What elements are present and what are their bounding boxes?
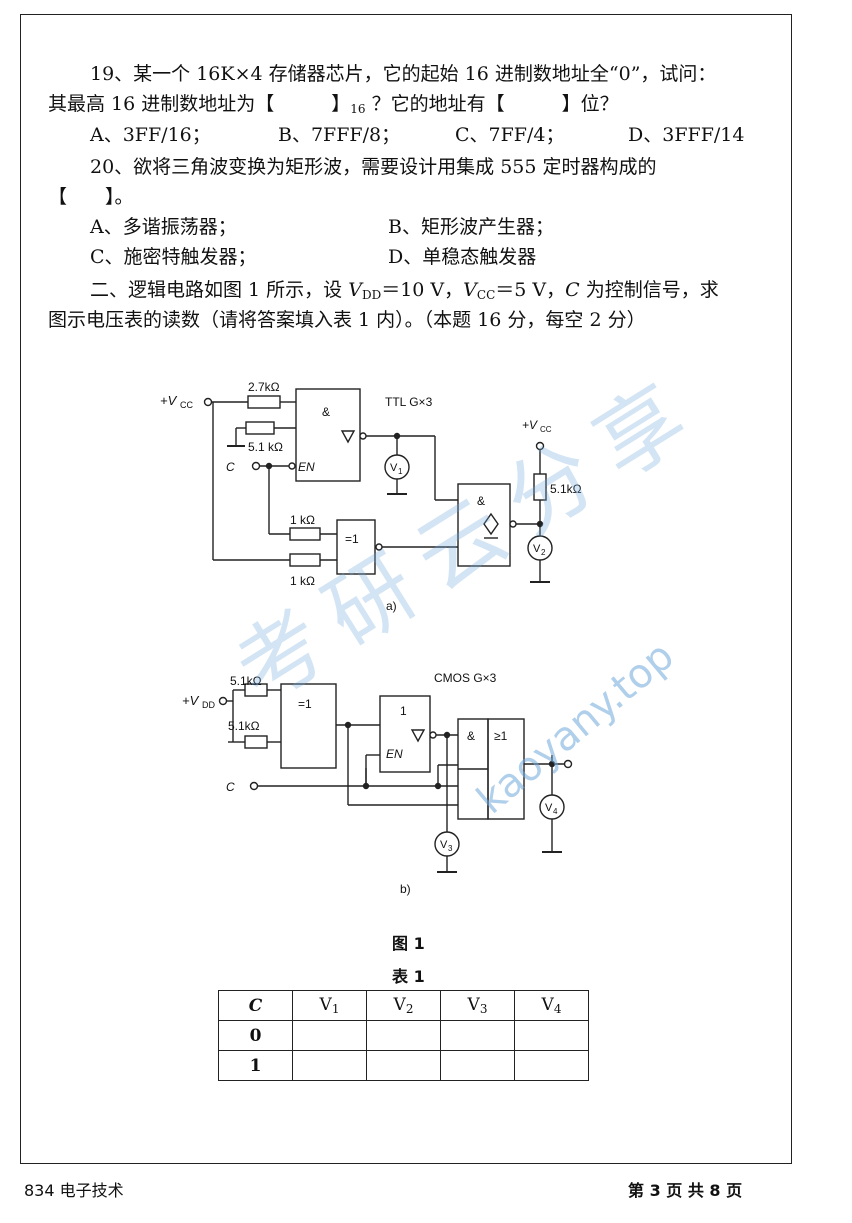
row-c-0-text: 0 [249, 1025, 262, 1046]
answer-cell[interactable] [366, 1050, 441, 1081]
vdd-symbol: V [348, 279, 362, 301]
footer-course: 834 电子技术 [24, 1181, 124, 1200]
row-c-0: 0 [218, 1020, 293, 1051]
q19-option-b: B、7FFF/8； [278, 124, 401, 146]
part2-line1: 二、逻辑电路如图 1 所示，设 VDD＝10 V，VCC＝5 V，C 为控制信号… [90, 278, 719, 307]
q20-option-d: D、单稳态触发器 [388, 246, 537, 268]
q19-option-c: C、7FF/4； [455, 124, 565, 146]
table-row: 1 [218, 1050, 589, 1081]
answer-cell[interactable] [440, 1050, 515, 1081]
row-c-1-text: 1 [249, 1055, 262, 1076]
header-v4: V4 [514, 990, 589, 1021]
table-row: 0 [218, 1020, 589, 1051]
header-v4-text: V [541, 995, 554, 1015]
figure-caption: 图 1 [392, 934, 425, 953]
vcc-symbol: V [463, 279, 477, 301]
header-c: C [218, 990, 293, 1021]
header-v2-text: V [393, 995, 406, 1015]
answer-cell[interactable] [366, 1020, 441, 1051]
header-v1-text: V [319, 995, 332, 1015]
q19-blank2-text: ？它的地址有【 】位？ [365, 93, 619, 115]
c-symbol: C [565, 279, 580, 301]
part2-text-a: 二、逻辑电路如图 1 所示，设 [90, 279, 349, 301]
header-v2-sub: 2 [405, 1002, 414, 1016]
q19-subscript: 16 [350, 102, 366, 116]
part2-text-d: 为控制信号，求 [579, 279, 719, 301]
header-v4-sub: 4 [553, 1002, 562, 1016]
page-frame [20, 14, 792, 1164]
header-v3: V3 [440, 990, 515, 1021]
q20-option-c: C、施密特触发器； [90, 246, 257, 268]
q19-line1: 19、某一个 16K×4 存储器芯片，它的起始 16 进制数地址全“0”，试问： [90, 63, 717, 85]
header-c-text: C [248, 995, 263, 1016]
part2-line2: 图示电压表的读数（请将答案填入表 1 内）。（本题 16 分，每空 2 分） [48, 309, 646, 331]
header-v1: V1 [292, 990, 367, 1021]
part2-text-b: ＝10 V， [381, 279, 464, 301]
part2-text-c: ＝5 V， [495, 279, 566, 301]
header-v1-sub: 1 [331, 1002, 340, 1016]
q19-line2: 其最高 16 进制数地址为【 】16 ？它的地址有【 】位？ [48, 92, 619, 121]
header-v3-sub: 3 [479, 1002, 488, 1016]
answer-cell[interactable] [514, 1050, 589, 1081]
table-caption: 表 1 [392, 967, 425, 986]
answer-cell[interactable] [292, 1050, 367, 1081]
vcc-subscript: CC [476, 288, 496, 302]
row-c-1: 1 [218, 1050, 293, 1081]
header-v3-text: V [467, 995, 480, 1015]
vdd-subscript: DD [361, 288, 382, 302]
q20-option-a: A、多谐振荡器； [90, 216, 237, 238]
q19-option-d: D、3FFF/14 [628, 124, 745, 146]
q19-blank1-text: 其最高 16 进制数地址为【 】 [48, 93, 351, 115]
q20-line2: 【 】。 [48, 186, 134, 208]
header-v2: V2 [366, 990, 441, 1021]
answer-cell[interactable] [514, 1020, 589, 1051]
answer-cell[interactable] [440, 1020, 515, 1051]
table-header-row: C V1 V2 V3 V4 [218, 990, 589, 1021]
answer-cell[interactable] [292, 1020, 367, 1051]
footer-page-number: 第 3 页 共 8 页 [628, 1181, 743, 1200]
answer-table: C V1 V2 V3 V4 0 1 [218, 990, 589, 1081]
q20-option-b: B、矩形波产生器； [388, 216, 554, 238]
q20-line1: 20、欲将三角波变换为矩形波，需要设计用集成 555 定时器构成的 [90, 156, 657, 178]
q19-option-a: A、3FF/16； [90, 124, 211, 146]
